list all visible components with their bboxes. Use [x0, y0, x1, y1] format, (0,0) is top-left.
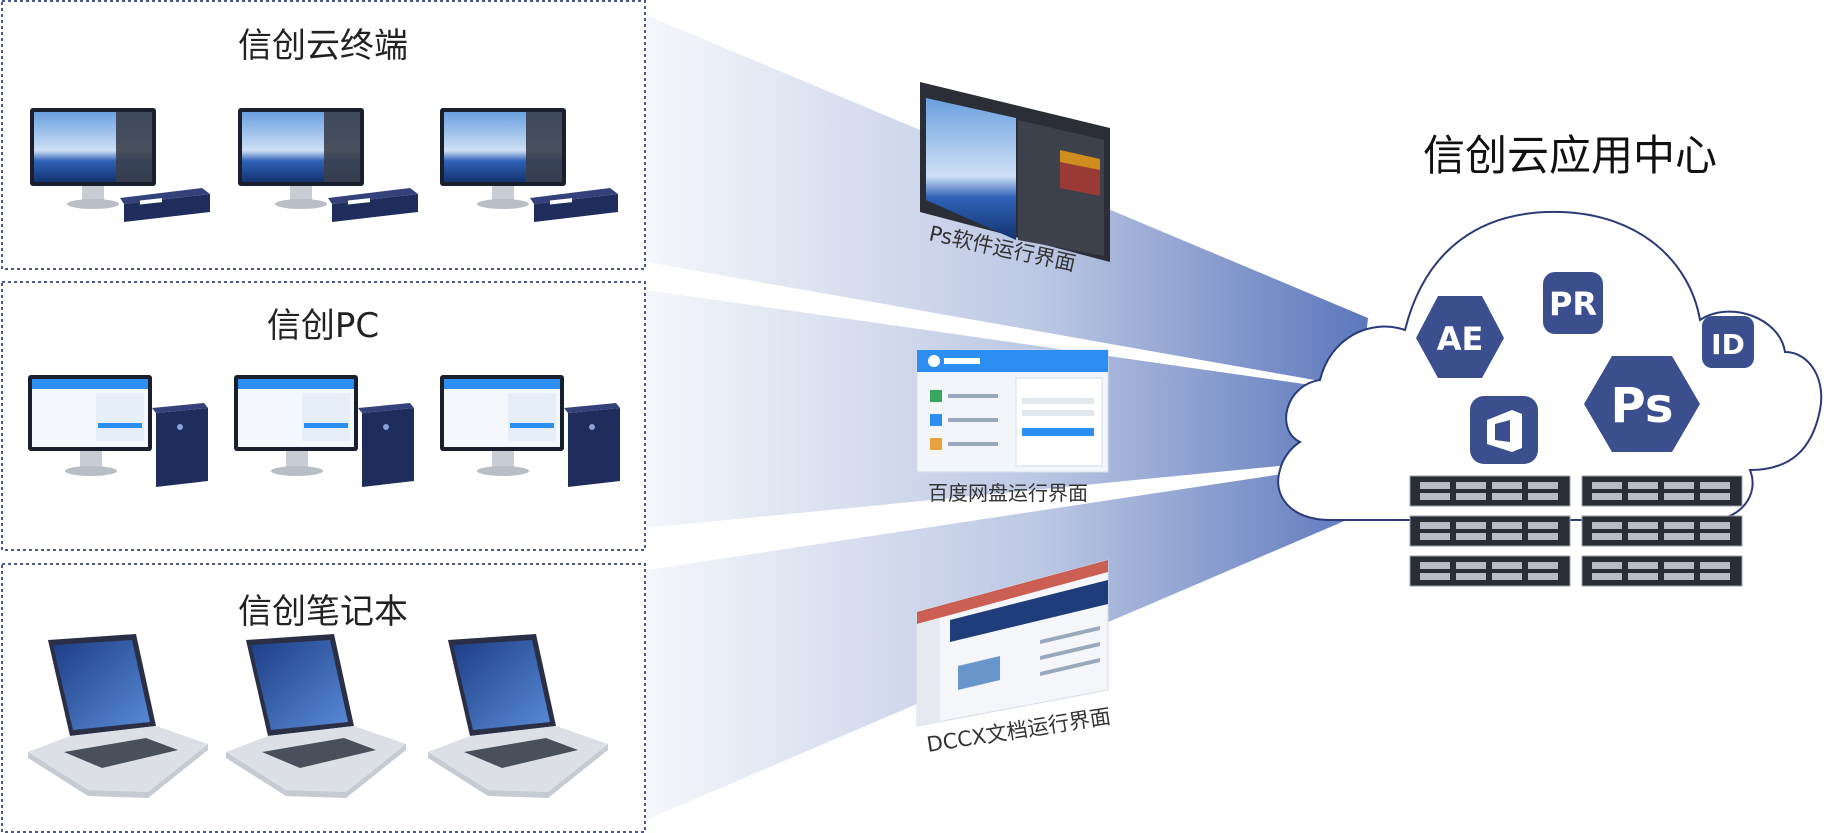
group-title-pc: 信创PC: [266, 306, 380, 346]
center-title: 信创云应用中心: [1422, 131, 1717, 180]
indesign-icon: [1702, 316, 1754, 368]
after-effects-icon: [1416, 296, 1504, 378]
photoshop-icon: [1584, 356, 1700, 452]
monitor-tower-icon: [440, 375, 620, 487]
group-title-cloud-terminal: 信创云终端: [238, 26, 408, 66]
premiere-label: PR: [1549, 285, 1597, 323]
server-unit: [1581, 515, 1743, 547]
monitor-tower-icon: [28, 375, 208, 487]
monitor-thin-client-icon: [30, 108, 210, 222]
indesign-label: ID: [1711, 328, 1745, 361]
cloud-app-center: [1277, 210, 1823, 587]
server-unit: [1581, 555, 1743, 587]
app-screen-photoshop: [920, 82, 1110, 262]
server-unit: [1409, 475, 1571, 507]
monitor-thin-client-icon: [238, 108, 418, 222]
device-row-laptop: [28, 634, 608, 798]
server-unit: [1581, 475, 1743, 507]
group-title-laptop: 信创笔记本: [238, 592, 408, 632]
app-screen-document: [916, 559, 1109, 727]
app-screen-baidu-netdisk: [916, 349, 1109, 473]
laptop-icon: [428, 634, 608, 798]
app-label-baidu: 百度网盘运行界面: [928, 481, 1088, 505]
premiere-icon: [1543, 272, 1603, 334]
cloud-shape: [1277, 210, 1823, 521]
after-effects-label: AE: [1437, 320, 1484, 358]
server-unit: [1409, 515, 1571, 547]
laptop-icon: [28, 634, 208, 798]
monitor-thin-client-icon: [440, 108, 618, 222]
monitor-tower-icon: [234, 375, 414, 487]
server-rack: [1409, 475, 1743, 587]
photoshop-label: Ps: [1611, 378, 1674, 434]
laptop-icon: [226, 634, 406, 798]
device-row-cloud-terminal: [30, 108, 618, 222]
server-unit: [1409, 555, 1571, 587]
device-row-pc: [28, 375, 620, 487]
